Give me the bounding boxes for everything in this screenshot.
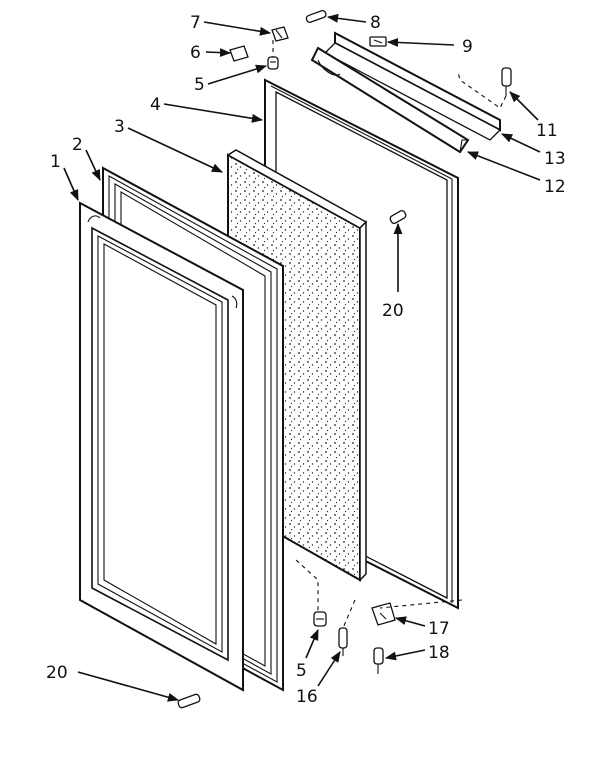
- callout-5-upper: 5: [194, 75, 205, 95]
- hinge-shim-part-6: [229, 45, 249, 62]
- hinge-bushing-part-5: [267, 56, 279, 70]
- lower-guide-5: [295, 559, 319, 612]
- callout-18: 18: [428, 643, 450, 663]
- outer-door-panel: [79, 201, 244, 692]
- callout-8: 8: [370, 13, 381, 33]
- callout-17: 17: [428, 619, 450, 639]
- lower-guide-16: [342, 599, 356, 629]
- bushing-part-5-lower: [313, 611, 327, 627]
- callout-12: 12: [544, 177, 566, 197]
- hinge-pin-part-16: [338, 627, 348, 656]
- screw-part-11: [501, 67, 512, 96]
- handle-trim-part-12: [310, 46, 470, 154]
- callout-20-upper: 20: [382, 301, 404, 321]
- callout-20-lower: 20: [46, 663, 68, 683]
- callout-16: 16: [296, 687, 318, 707]
- screw-part-8: [305, 9, 327, 23]
- callout-1: 1: [50, 152, 61, 172]
- leader-lines: [63, 13, 541, 702]
- hinge-bracket-part-17: [371, 602, 396, 626]
- callout-11: 11: [536, 121, 558, 141]
- screw-part-18: [373, 647, 384, 674]
- callout-6: 6: [190, 43, 201, 63]
- callout-3: 3: [114, 117, 125, 137]
- screw-11-guide: [457, 71, 507, 109]
- callout-13: 13: [544, 149, 566, 169]
- callout-2: 2: [72, 135, 83, 155]
- callout-7: 7: [190, 13, 201, 33]
- callout-9: 9: [462, 37, 473, 57]
- screw-part-20-upper: [389, 209, 407, 225]
- callout-labels: 1 2 3 4 5 5 6 7 8 9 11 12 13 16 17 18 20…: [46, 13, 566, 707]
- lower-guide-17: [379, 599, 463, 609]
- callout-5-lower: 5: [296, 661, 307, 681]
- screw-part-20-lower: [177, 693, 201, 709]
- plug-part-9: [369, 36, 387, 47]
- callout-4: 4: [150, 95, 161, 115]
- hinge-pin-part-7: [271, 26, 289, 42]
- door-handle-part-13: [323, 31, 502, 141]
